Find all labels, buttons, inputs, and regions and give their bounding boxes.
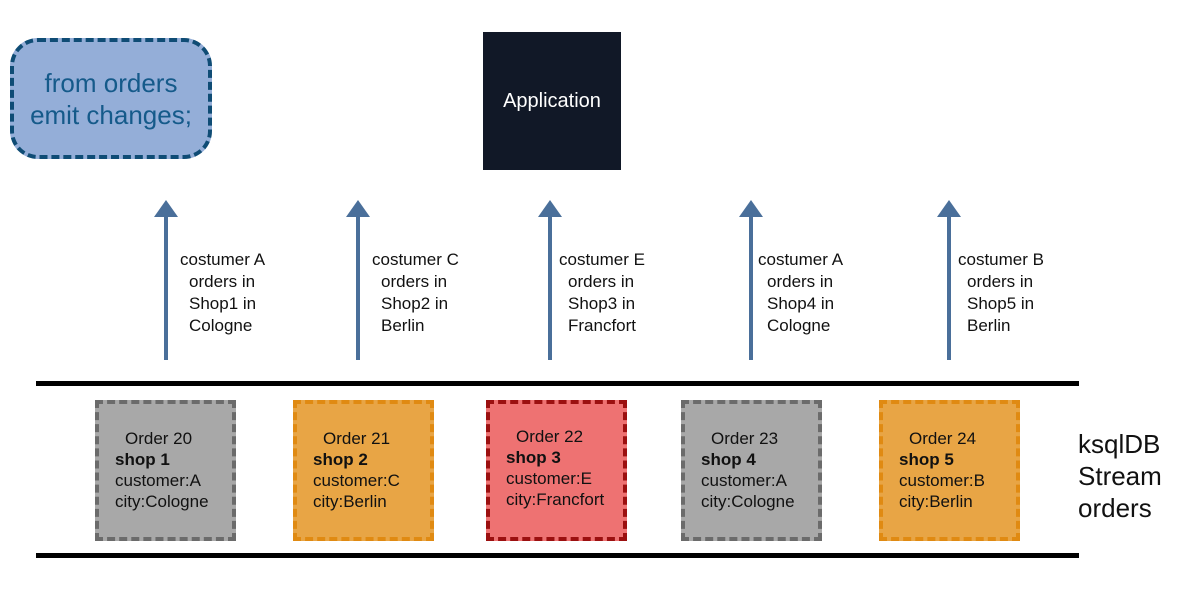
event-caption-line: costumer E bbox=[559, 250, 645, 269]
arrow-up-icon bbox=[936, 200, 962, 360]
arrow-up-icon bbox=[537, 200, 563, 360]
event-caption: costumer A orders in Shop1 in Cologne bbox=[180, 249, 265, 337]
order-city: city:Berlin bbox=[899, 492, 973, 511]
order-id: Order 21 bbox=[323, 429, 391, 448]
order-city: city:Francfort bbox=[506, 490, 605, 509]
ksql-query-box: from orders emit changes; bbox=[10, 38, 212, 159]
stream-label: ksqlDB Stream orders bbox=[1078, 428, 1162, 524]
order-city: city:Cologne bbox=[115, 492, 209, 511]
arrow-up-icon bbox=[738, 200, 764, 360]
order-customer: customer:B bbox=[899, 471, 985, 490]
order-shop: shop 5 bbox=[899, 450, 954, 469]
event-caption-line: Shop4 in bbox=[767, 294, 835, 313]
event-caption-line: Shop5 in bbox=[967, 294, 1035, 313]
order-city: city:Cologne bbox=[701, 492, 795, 511]
event-caption-line: costumer A bbox=[180, 250, 266, 269]
arrow-up-icon bbox=[153, 200, 179, 360]
stream-bottom-rail bbox=[36, 553, 1079, 558]
order-city: city:Berlin bbox=[313, 492, 387, 511]
event-caption-line: costumer B bbox=[958, 250, 1044, 269]
order-customer: customer:C bbox=[313, 471, 400, 490]
event-caption-line: costumer C bbox=[372, 250, 459, 269]
event-caption-line: costumer A bbox=[758, 250, 844, 269]
event-caption-line: Cologne bbox=[189, 316, 253, 335]
event-caption-line: Shop2 in bbox=[381, 294, 449, 313]
event-caption-line: Berlin bbox=[381, 316, 425, 335]
order-customer: customer:A bbox=[115, 471, 201, 490]
order-id: Order 23 bbox=[711, 429, 779, 448]
event-caption-line: orders in bbox=[568, 272, 635, 291]
order-shop: shop 4 bbox=[701, 450, 756, 469]
order-id: Order 20 bbox=[125, 429, 193, 448]
order-shop: shop 3 bbox=[506, 448, 561, 467]
event-caption-line: Cologne bbox=[767, 316, 831, 335]
order-card: Order 21 shop 2 customer:C city:Berlin bbox=[293, 400, 434, 541]
event-caption: costumer C orders in Shop2 in Berlin bbox=[372, 249, 459, 337]
order-card: Order 24 shop 5 customer:B city:Berlin bbox=[879, 400, 1020, 541]
event-caption-line: orders in bbox=[967, 272, 1034, 291]
event-caption: costumer E orders in Shop3 in Francfort bbox=[559, 249, 645, 337]
query-line-1: from orders bbox=[44, 67, 178, 98]
order-id: Order 22 bbox=[516, 427, 584, 446]
event-caption-line: orders in bbox=[767, 272, 834, 291]
event-caption: costumer B orders in Shop5 in Berlin bbox=[958, 249, 1044, 337]
arrow-up-icon bbox=[345, 200, 371, 360]
order-customer: customer:A bbox=[701, 471, 787, 490]
order-customer: customer:E bbox=[506, 469, 592, 488]
query-line-2: emit changes; bbox=[30, 99, 192, 130]
order-shop: shop 2 bbox=[313, 450, 368, 469]
event-caption-line: Shop3 in bbox=[568, 294, 636, 313]
order-card: Order 20 shop 1 customer:A city:Cologne bbox=[95, 400, 236, 541]
event-caption-line: orders in bbox=[381, 272, 448, 291]
order-card: Order 22 shop 3 customer:E city:Francfor… bbox=[486, 400, 627, 541]
stream-label-line: Stream bbox=[1078, 461, 1162, 491]
order-id: Order 24 bbox=[909, 429, 977, 448]
stream-label-line: ksqlDB bbox=[1078, 429, 1161, 459]
order-shop: shop 1 bbox=[115, 450, 170, 469]
order-card: Order 23 shop 4 customer:A city:Cologne bbox=[681, 400, 822, 541]
event-caption-line: Francfort bbox=[568, 316, 637, 335]
stream-top-rail bbox=[36, 381, 1079, 386]
event-caption-line: orders in bbox=[189, 272, 256, 291]
event-caption: costumer A orders in Shop4 in Cologne bbox=[758, 249, 843, 337]
application-box: Application bbox=[483, 32, 621, 170]
stream-label-line: orders bbox=[1078, 493, 1152, 523]
application-label: Application bbox=[503, 89, 601, 112]
event-caption-line: Shop1 in bbox=[189, 294, 257, 313]
event-caption-line: Berlin bbox=[967, 316, 1011, 335]
